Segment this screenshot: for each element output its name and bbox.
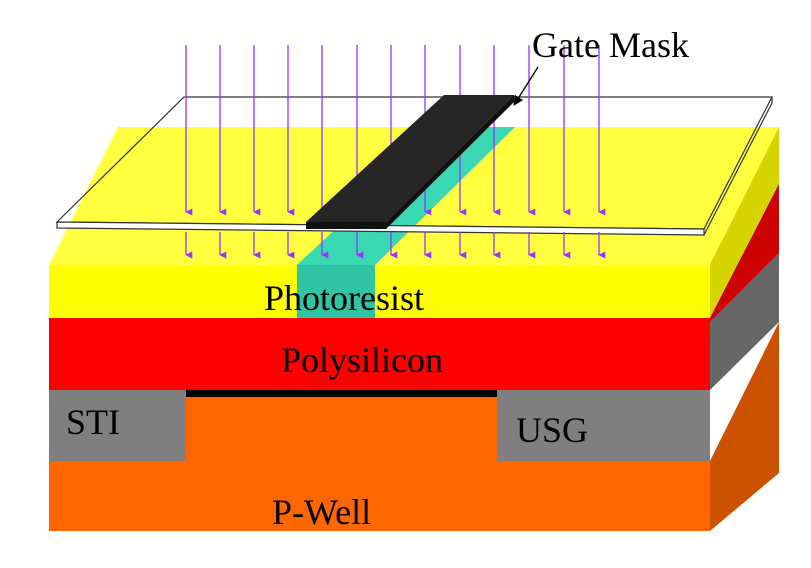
- photoresist-layer: [49, 265, 710, 318]
- photoresist-label: Photoresist: [264, 278, 424, 318]
- p-well-side: [710, 322, 779, 531]
- usg-label: USG: [516, 410, 588, 450]
- p-well-label: P-Well: [272, 492, 371, 532]
- usg-region: [497, 390, 710, 461]
- exposed-resist-strip: [297, 265, 375, 318]
- mask-glass-edge-right-bottom: [703, 102, 773, 236]
- sti-region: [49, 390, 186, 461]
- polysilicon-side: [710, 184, 779, 322]
- sti-label: STI: [66, 402, 120, 442]
- photoresist-side: [710, 127, 779, 318]
- gate-mask-pointer: [513, 66, 539, 106]
- polysilicon-label: Polysilicon: [281, 340, 443, 380]
- gate-mask-chrome-top: [306, 95, 514, 222]
- polysilicon-layer: [49, 318, 710, 390]
- gate-mask-chrome-side: [386, 95, 514, 229]
- gate-oxide: [186, 390, 497, 397]
- gate-mask-label: Gate Mask: [532, 25, 689, 65]
- gate-mask-chrome-edge: [306, 222, 386, 229]
- oxide-side: [710, 253, 779, 390]
